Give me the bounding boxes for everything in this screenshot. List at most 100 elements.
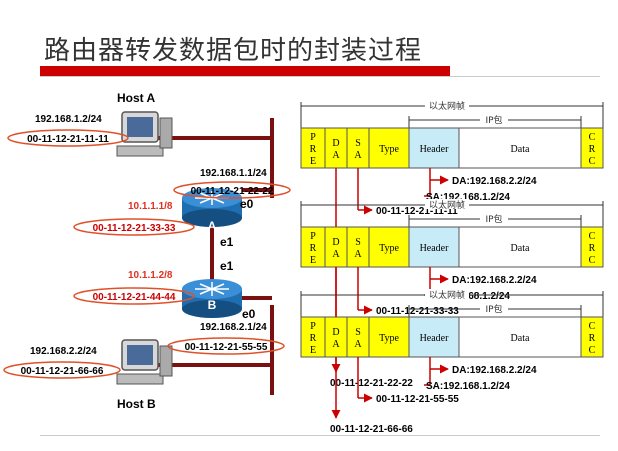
ip-packet-label: IP包	[485, 213, 502, 225]
frame-ip-header-label: Header	[420, 144, 450, 155]
frame-pre-label: P	[310, 321, 316, 332]
host-a-mac: 00-11-12-21-11-11	[27, 134, 109, 145]
ip-sa-label: SA:192.168.1.2/24	[426, 381, 510, 392]
router-b-e0-ip: 192.168.2.1/24	[200, 322, 267, 333]
router-b-e1-mac: 00-11-12-21-44-44	[93, 292, 176, 303]
router-b-e0-mac: 00-11-12-21-55-55	[185, 342, 268, 353]
ip-da-label: DA:192.168.2.2/24	[452, 275, 537, 286]
ip-label-bg	[480, 213, 508, 223]
frame-ip-header	[408, 127, 460, 169]
frame-data	[458, 316, 582, 358]
sa-mac-label: 00-11-12-21-55-55	[376, 394, 459, 405]
frame-ip-header-label: Header	[420, 333, 450, 344]
frame-crc-label: C	[589, 321, 596, 332]
frame-data-label: Data	[511, 144, 530, 155]
frame-crc-label: R	[589, 243, 596, 254]
router-icon	[182, 279, 242, 318]
host-b-ip: 192.168.2.2/24	[30, 346, 97, 357]
divider-top	[40, 76, 600, 77]
frame-crc	[580, 127, 604, 169]
frame-crc-label: R	[589, 144, 596, 155]
frame-type	[368, 316, 410, 358]
frame-da-label: A	[332, 249, 340, 260]
frame-sa-label: A	[354, 249, 362, 260]
sa-mac-label: 00-11-12-21-33-33	[376, 306, 459, 317]
ethernet-frame-label: 以太网帧	[429, 199, 465, 211]
frame-pre-label: R	[310, 243, 317, 254]
frame-crc-label: C	[589, 231, 596, 242]
frame-crc-label: C	[589, 132, 596, 143]
frame-type	[368, 226, 410, 268]
frame-da-label: D	[332, 237, 339, 248]
ethernet-frame-label: 以太网帧	[429, 289, 465, 301]
ip-da-label: DA:192.168.2.2/24	[452, 176, 537, 187]
frame-crc	[580, 226, 604, 268]
frame-crc-label: R	[589, 333, 596, 344]
divider-bottom	[40, 435, 600, 436]
host-b-label: Host B	[117, 397, 156, 411]
ip-packet-label: IP包	[485, 114, 502, 126]
ip-label-bg	[480, 114, 508, 124]
frame-ip-header	[408, 316, 460, 358]
frame-pre-label: P	[310, 231, 316, 242]
sa-mac-label: 00-11-12-21-11-11	[376, 206, 458, 217]
frame-data-label: Data	[511, 333, 530, 344]
frame-pre-label: R	[310, 333, 317, 344]
frame-pre-label: E	[310, 345, 316, 356]
router-b-label: B	[208, 298, 217, 312]
frame-pre	[300, 127, 326, 169]
frame-data	[458, 226, 582, 268]
frame-sa-label: S	[355, 237, 361, 248]
frame-pre-label: R	[310, 144, 317, 155]
frame-pre	[300, 226, 326, 268]
frame-sa-label: A	[354, 150, 362, 161]
ethernet-frame-label: 以太网帧	[429, 100, 465, 112]
host-a-label: Host A	[117, 91, 156, 105]
frame-da-label: D	[332, 138, 339, 149]
router-a-e0-mac: 00-11-12-21-22-22	[191, 186, 274, 197]
ethernet-label-bg	[425, 199, 469, 209]
computer-icon	[116, 111, 173, 157]
ip-packet-label: IP包	[485, 303, 502, 315]
da-mac-label: 00-11-12-21-66-66	[330, 424, 413, 435]
router-a-e0-label: e0	[240, 197, 254, 211]
frame-crc-label: C	[589, 255, 596, 266]
frame-crc-label: C	[589, 156, 596, 167]
frame-crc-label: C	[589, 345, 596, 356]
computer-icon	[116, 339, 173, 385]
frame-type-label: Type	[379, 144, 399, 155]
ethernet-label-bg	[425, 289, 469, 299]
da-mac-label: 00-11-12-21-22-22	[330, 378, 413, 389]
router-b-e1-ip: 10.1.1.2/8	[128, 270, 173, 281]
frame-da-label: A	[332, 150, 340, 161]
frame-sa-label: S	[355, 327, 361, 338]
router-a-e1-mac: 00-11-12-21-33-33	[93, 223, 176, 234]
router-a-e1-ip: 10.1.1.1/8	[128, 201, 173, 212]
page-title: 路由器转发数据包时的封装过程	[44, 36, 423, 66]
ip-da-label: DA:192.168.2.2/24	[452, 365, 537, 376]
frame-pre-label: E	[310, 255, 316, 266]
frame-pre-label: E	[310, 156, 316, 167]
frame-da-label: A	[332, 339, 340, 350]
router-a-label: A	[208, 219, 217, 233]
router-a-e0-ip: 192.168.1.1/24	[200, 168, 267, 179]
frame-data	[458, 127, 582, 169]
frame-da-label: D	[332, 327, 339, 338]
router-a-e1-label: e1	[220, 235, 234, 249]
ip-label-bg	[480, 303, 508, 313]
router-b-e1-label: e1	[220, 259, 234, 273]
frame-type-label: Type	[379, 243, 399, 254]
frame-data-label: Data	[511, 243, 530, 254]
frame-type-label: Type	[379, 333, 399, 344]
frame-pre-label: P	[310, 132, 316, 143]
frame-crc	[580, 316, 604, 358]
frame-sa-label: A	[354, 339, 362, 350]
title-underline	[40, 66, 450, 76]
ethernet-label-bg	[425, 100, 469, 110]
frame-ip-header-label: Header	[420, 243, 450, 254]
host-a-ip: 192.168.1.2/24	[35, 114, 102, 125]
ip-sa-label: SA:192.168.1.2/24	[426, 192, 510, 203]
